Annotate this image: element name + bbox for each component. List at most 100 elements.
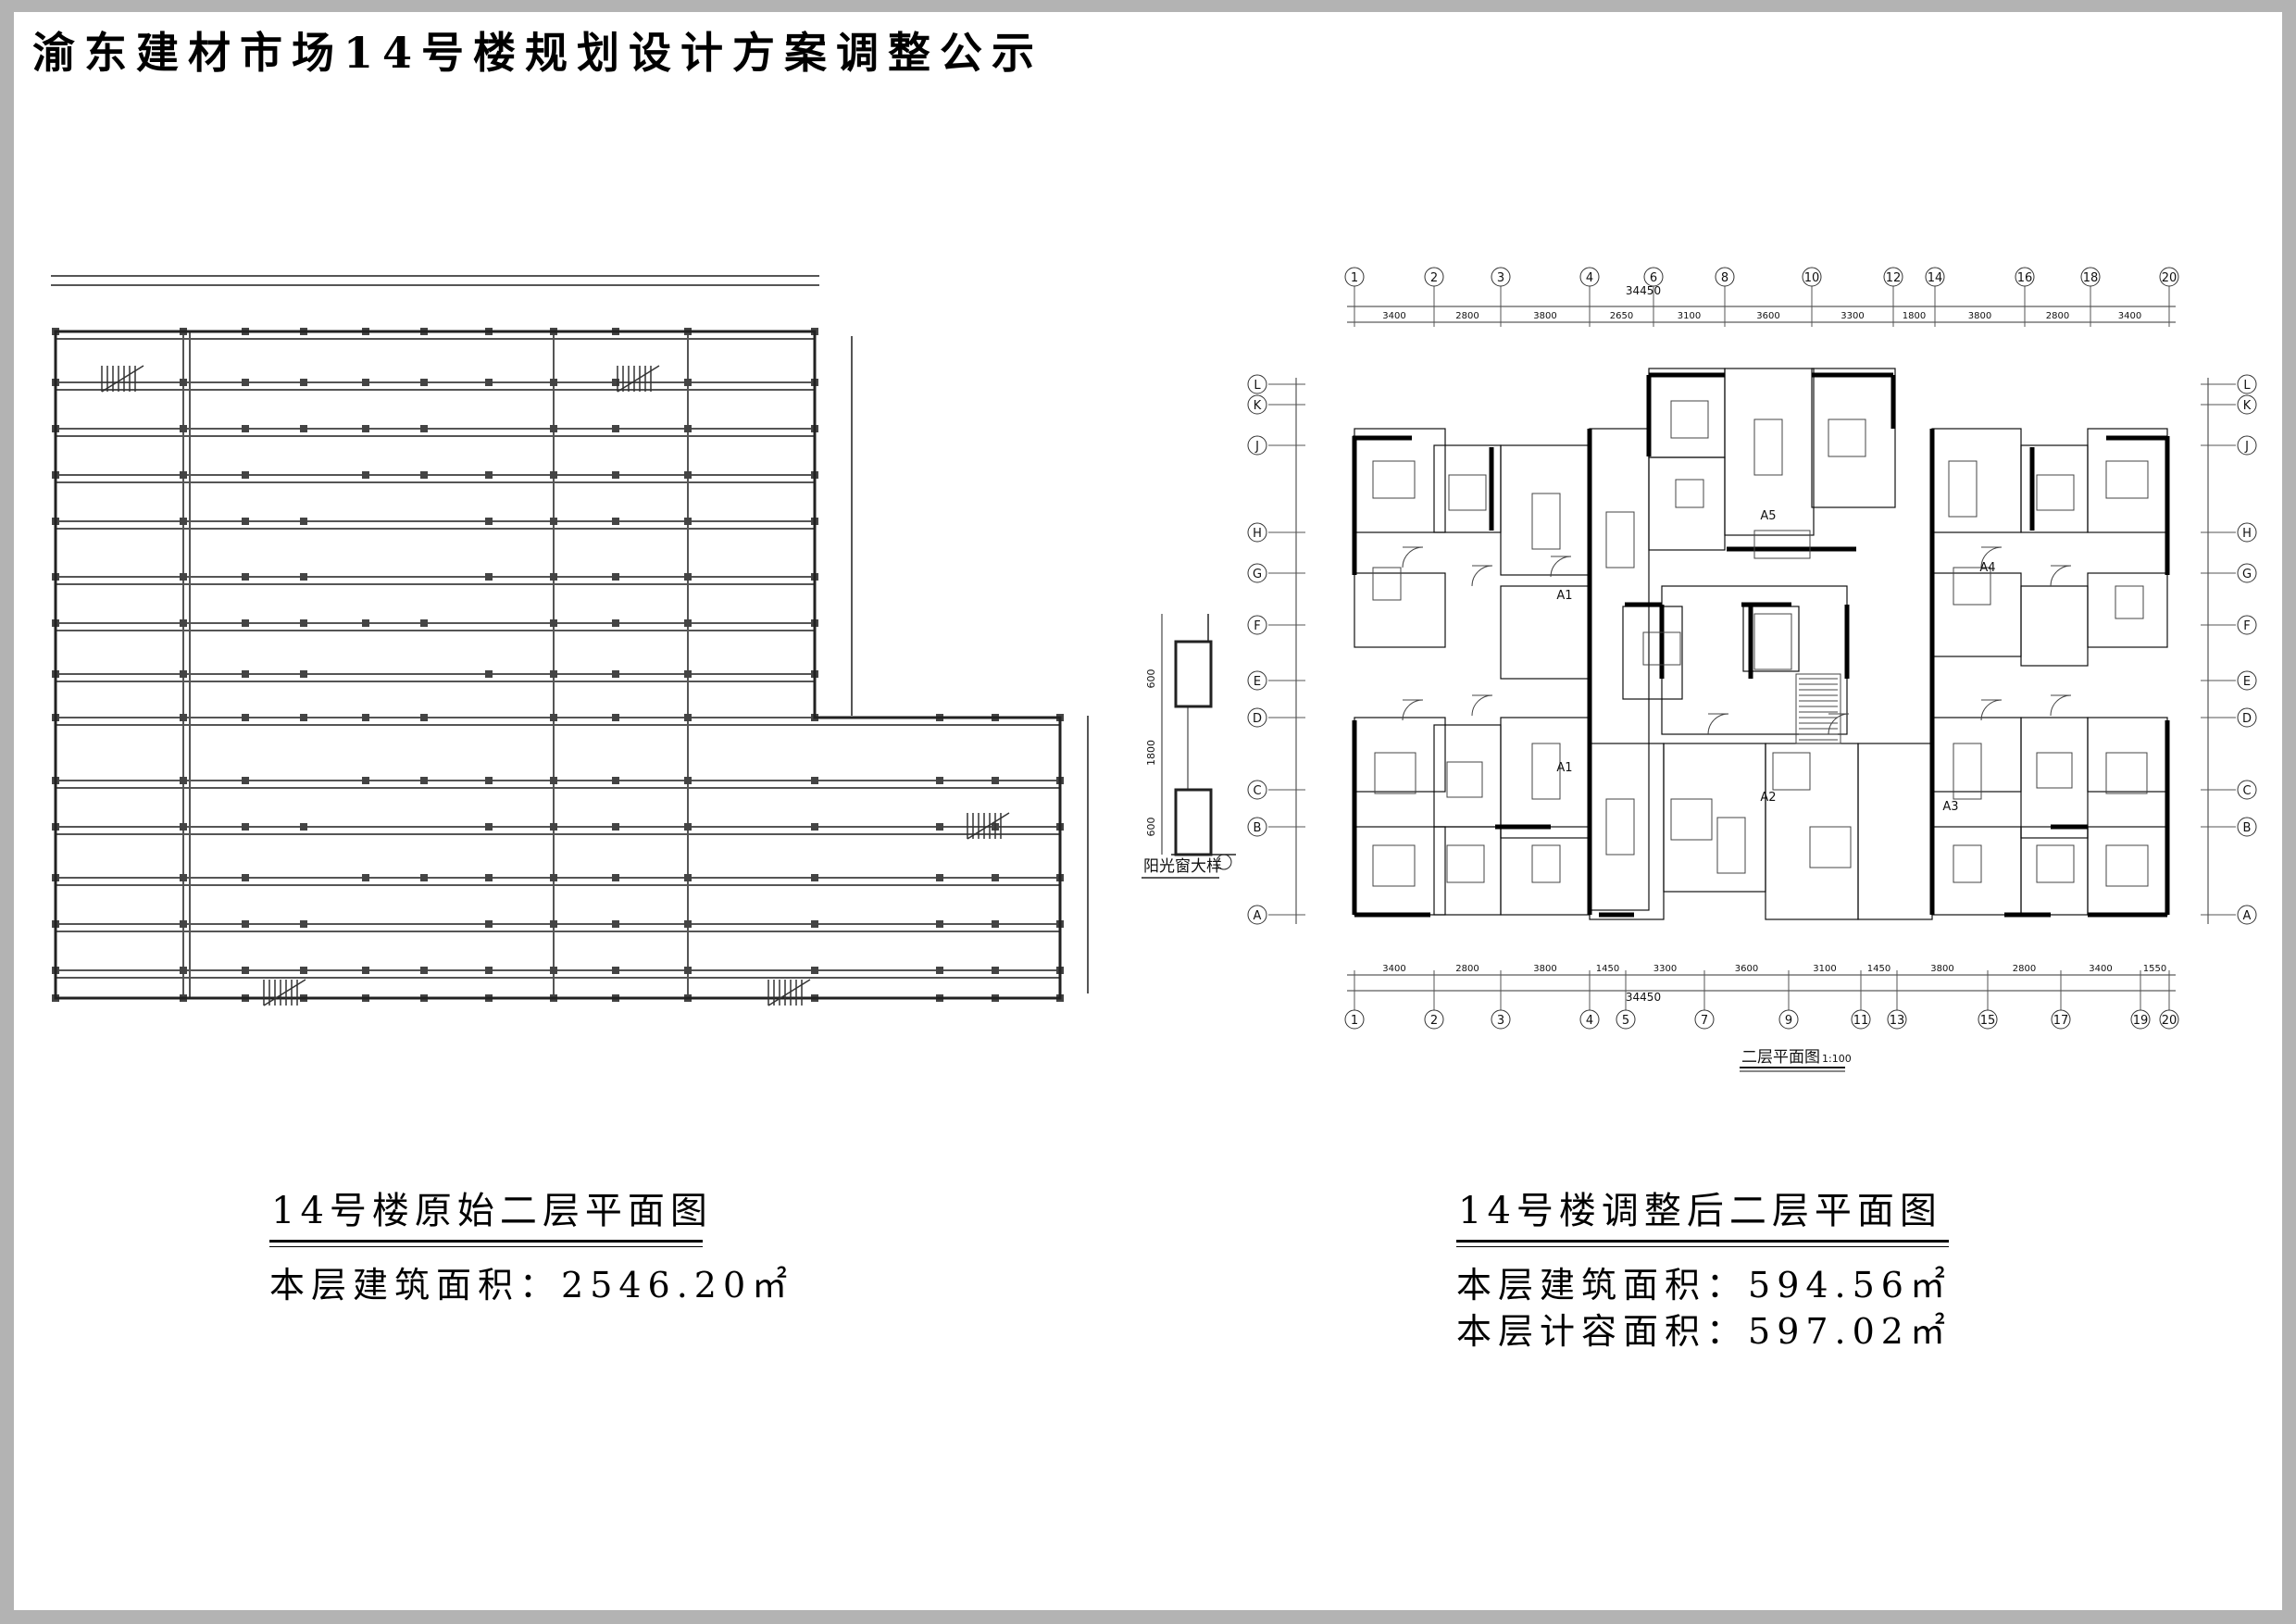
room bbox=[2087, 826, 2168, 916]
axis-left-label: C bbox=[1253, 784, 1261, 798]
drawing-title: 二层平面图 bbox=[1741, 1048, 1820, 1067]
top-dimension: 3400 bbox=[2118, 311, 2141, 321]
original-column bbox=[300, 573, 307, 581]
detail-dimension: 600 bbox=[1145, 818, 1157, 837]
original-column bbox=[992, 777, 999, 784]
original-outline bbox=[54, 330, 1062, 1000]
furniture bbox=[2115, 585, 2144, 619]
original-column bbox=[936, 823, 943, 831]
original-column bbox=[362, 619, 369, 627]
axis-bottom bbox=[1579, 1009, 1600, 1030]
original-column bbox=[180, 920, 187, 928]
axis-top-label: 3 bbox=[1497, 271, 1504, 285]
original-column bbox=[550, 823, 557, 831]
unit-label: A2 bbox=[1760, 791, 1776, 805]
bottom-dimension: 3100 bbox=[1813, 964, 1836, 974]
door-swing bbox=[1471, 565, 1493, 587]
furniture bbox=[1374, 752, 1416, 794]
original-column bbox=[242, 823, 249, 831]
room bbox=[1589, 428, 1650, 911]
original-column bbox=[242, 874, 249, 881]
axis-right-label: F bbox=[2243, 619, 2250, 633]
original-column bbox=[550, 670, 557, 678]
room bbox=[1354, 717, 1446, 793]
original-column bbox=[811, 967, 818, 974]
bottom-dimension: 3800 bbox=[1533, 964, 1556, 974]
original-column bbox=[684, 670, 692, 678]
original-column bbox=[300, 619, 307, 627]
original-column bbox=[420, 425, 428, 432]
axis-top-label: 1 bbox=[1351, 271, 1358, 285]
axis-left-label: D bbox=[1253, 712, 1262, 726]
room bbox=[2087, 717, 2168, 793]
original-column bbox=[420, 619, 428, 627]
original-column bbox=[300, 823, 307, 831]
stair-arrow bbox=[101, 365, 144, 393]
original-column bbox=[180, 518, 187, 525]
axis-top bbox=[1925, 267, 1945, 287]
furniture bbox=[2105, 460, 2149, 499]
original-column bbox=[362, 379, 369, 386]
room bbox=[1811, 368, 1896, 508]
axis-left bbox=[1247, 707, 1267, 728]
original-column bbox=[684, 518, 692, 525]
axis-bottom-label: 17 bbox=[2053, 1014, 2069, 1028]
original-column bbox=[242, 425, 249, 432]
top-dimension: 1800 bbox=[1903, 311, 1926, 321]
room bbox=[1433, 724, 1502, 828]
room bbox=[1857, 743, 1933, 920]
furniture bbox=[1605, 511, 1635, 568]
detail-label: 阳光窗大样 bbox=[1143, 857, 1222, 876]
stair-arrow bbox=[767, 979, 811, 1006]
original-column bbox=[612, 471, 619, 479]
axis-top-label: 10 bbox=[1804, 271, 1820, 285]
original-column bbox=[180, 619, 187, 627]
original-column bbox=[485, 518, 493, 525]
top-dimension: 2800 bbox=[1455, 311, 1479, 321]
axis-left-label: F bbox=[1254, 619, 1260, 633]
original-column bbox=[300, 670, 307, 678]
unit-label: A1 bbox=[1556, 589, 1572, 603]
room bbox=[1589, 743, 1665, 920]
original-column bbox=[550, 874, 557, 881]
detail-lower-box bbox=[1174, 788, 1213, 856]
furniture bbox=[1670, 798, 1713, 841]
original-area-line: 本层建筑面积：2546.20㎡ bbox=[269, 1256, 793, 1307]
door-swing bbox=[1707, 713, 1729, 735]
bottom-dimension: 1450 bbox=[1867, 964, 1890, 974]
axis-bottom-label: 2 bbox=[1430, 1014, 1438, 1028]
axis-top-label: 14 bbox=[1928, 271, 1943, 285]
original-column bbox=[550, 920, 557, 928]
furniture bbox=[1670, 400, 1709, 439]
adjusted-caption-rule bbox=[1456, 1240, 1949, 1243]
furniture bbox=[1642, 631, 1681, 666]
original-column bbox=[420, 874, 428, 881]
original-column bbox=[300, 379, 307, 386]
door-swing bbox=[2050, 694, 2072, 717]
original-column bbox=[550, 967, 557, 974]
original-column bbox=[242, 967, 249, 974]
bottom-dimension: 3400 bbox=[1382, 964, 1405, 974]
furniture bbox=[1772, 752, 1811, 791]
axis-bottom-label: 20 bbox=[2162, 1014, 2177, 1028]
original-column bbox=[420, 714, 428, 721]
original-column bbox=[180, 379, 187, 386]
original-column bbox=[300, 920, 307, 928]
axis-right bbox=[2237, 817, 2257, 837]
original-column bbox=[300, 714, 307, 721]
original-column bbox=[362, 714, 369, 721]
axis-right bbox=[2237, 905, 2257, 925]
drawing-scale: 1:100 bbox=[1822, 1053, 1852, 1065]
axis-right bbox=[2237, 670, 2257, 691]
axis-top bbox=[1715, 267, 1735, 287]
original-column bbox=[684, 425, 692, 432]
axis-top bbox=[1424, 267, 1444, 287]
axis-left bbox=[1247, 905, 1267, 925]
axis-bottom bbox=[1491, 1009, 1511, 1030]
original-column bbox=[242, 619, 249, 627]
axis-bottom bbox=[1424, 1009, 1444, 1030]
axis-bottom-label: 3 bbox=[1497, 1014, 1504, 1028]
top-dimension: 3800 bbox=[1968, 311, 1991, 321]
axis-bottom bbox=[1694, 1009, 1715, 1030]
